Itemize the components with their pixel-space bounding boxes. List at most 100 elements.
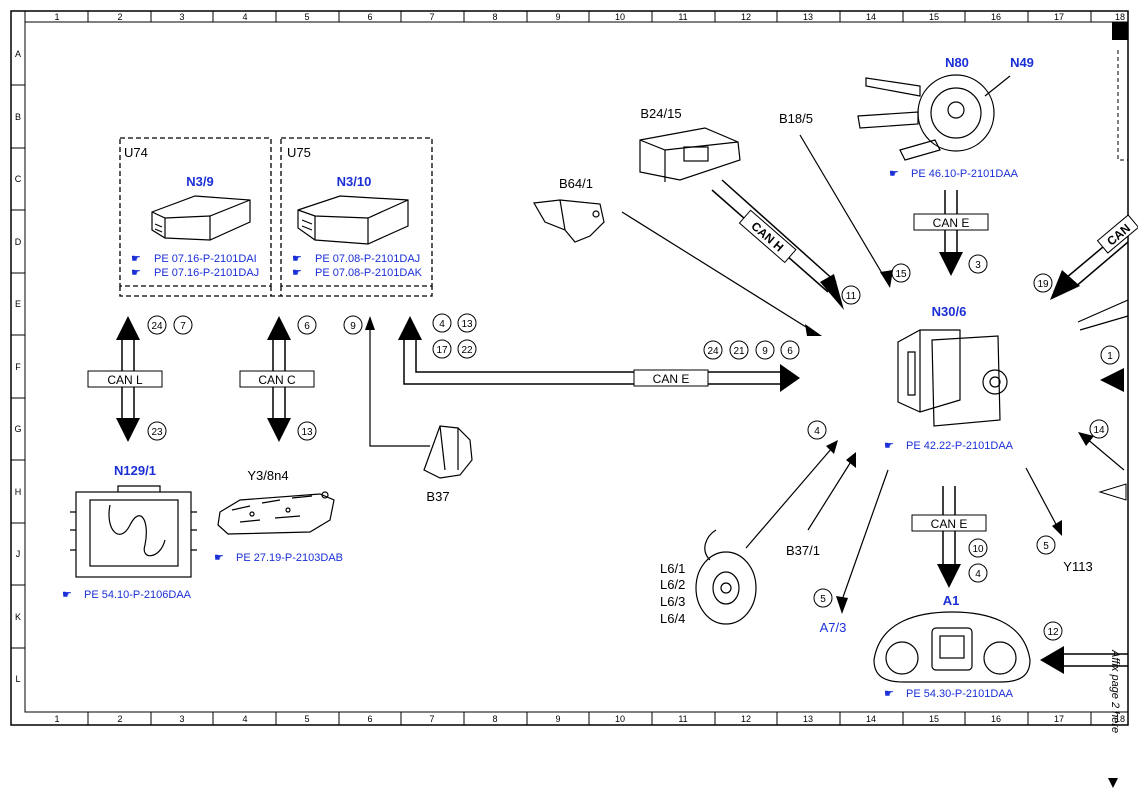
badge: 6 bbox=[297, 315, 317, 335]
badge: 6 bbox=[780, 340, 800, 360]
badge: 24 bbox=[147, 315, 167, 335]
row-label: L bbox=[15, 674, 20, 684]
line-a1-right bbox=[1062, 653, 1128, 667]
col-label: 5 bbox=[304, 714, 309, 724]
arrowhead-down bbox=[1108, 778, 1118, 788]
col-label: 15 bbox=[929, 12, 939, 22]
ref-y3-8n4: PE 27.19-P-2103DAB bbox=[236, 552, 343, 564]
row-label: F bbox=[15, 362, 21, 372]
col-label: 17 bbox=[1054, 714, 1064, 724]
label-n49: N49 bbox=[1010, 55, 1034, 70]
group-label-u75: U75 bbox=[287, 145, 311, 160]
col-label: 18 bbox=[1115, 12, 1125, 22]
line-b37-1 bbox=[807, 459, 853, 531]
svg-text:9: 9 bbox=[762, 346, 768, 357]
badge: 22 bbox=[457, 339, 477, 359]
arrowhead bbox=[880, 270, 893, 288]
label-y113: Y113 bbox=[1063, 559, 1092, 574]
ecu-n3-9-icon bbox=[151, 195, 251, 241]
line-right-2 bbox=[1079, 315, 1129, 331]
svg-text:19: 19 bbox=[1037, 279, 1049, 290]
svg-text:6: 6 bbox=[787, 346, 793, 357]
svg-text:23: 23 bbox=[151, 427, 163, 438]
ref-n3-10-b: PE 07.08-P-2101DAK bbox=[315, 267, 423, 279]
affix-note: Affix page 2 here bbox=[1109, 649, 1121, 733]
col-label: 18 bbox=[1115, 714, 1125, 724]
col-label: 14 bbox=[866, 12, 876, 22]
ref-icon: ☛ bbox=[292, 267, 302, 279]
frame-inner bbox=[24, 21, 1129, 713]
group-box-u74 bbox=[119, 137, 272, 287]
col-label: 7 bbox=[429, 714, 434, 724]
grid-columns-top: 1 2 3 4 5 6 7 8 9 10 11 12 13 14 15 16 1… bbox=[54, 12, 1125, 22]
label-n80: N80 bbox=[945, 55, 969, 70]
esp-unit-icon bbox=[897, 329, 1008, 427]
svg-text:22: 22 bbox=[461, 345, 473, 356]
ref-icon: ☛ bbox=[214, 552, 224, 564]
label-y3-8n4: Y3/8n4 bbox=[247, 468, 288, 483]
svg-text:10: 10 bbox=[972, 544, 984, 555]
label-b37: B37 bbox=[426, 489, 449, 504]
col-label: 9 bbox=[555, 714, 560, 724]
col-label: 16 bbox=[991, 714, 1001, 724]
badge: 10 bbox=[968, 538, 988, 558]
ref-icon: ☛ bbox=[292, 253, 302, 265]
ref-icon: ☛ bbox=[884, 688, 894, 700]
bus-label-can-e: CAN E bbox=[653, 372, 690, 386]
ecu-n3-10-icon bbox=[297, 195, 409, 245]
label-n30-6: N30/6 bbox=[932, 304, 967, 319]
arrowhead bbox=[826, 440, 838, 454]
col-label: 8 bbox=[492, 12, 497, 22]
can-c-connector: CAN C bbox=[239, 316, 315, 442]
pedal-sensor-icon bbox=[423, 425, 473, 479]
line-a7-3 bbox=[841, 469, 889, 601]
col-label: 6 bbox=[367, 714, 372, 724]
label-n3-10: N3/10 bbox=[337, 174, 372, 189]
badge: 7 bbox=[173, 315, 193, 335]
line-right-1 bbox=[1077, 299, 1129, 323]
svg-text:5: 5 bbox=[820, 594, 826, 605]
svg-text:24: 24 bbox=[707, 346, 719, 357]
badge: 13 bbox=[297, 421, 317, 441]
group-label-u74: U74 bbox=[124, 145, 148, 160]
bus-label-can-e-top: CAN E bbox=[933, 216, 970, 230]
corner-dashed bbox=[1117, 50, 1128, 161]
label-b37-1: B37/1 bbox=[786, 543, 820, 558]
svg-text:4: 4 bbox=[975, 569, 981, 580]
svg-text:14: 14 bbox=[1093, 425, 1105, 436]
col-label: 16 bbox=[991, 12, 1001, 22]
col-label: 5 bbox=[304, 12, 309, 22]
badge: 17 bbox=[432, 339, 452, 359]
badge: 15 bbox=[891, 263, 911, 283]
col-label: 3 bbox=[179, 12, 184, 22]
col-label: 2 bbox=[117, 12, 122, 22]
svg-text:11: 11 bbox=[846, 291, 857, 302]
label-l6-1: L6/1 bbox=[660, 561, 685, 576]
can-e-bottom-connector: CAN E bbox=[911, 486, 987, 588]
group-bracket bbox=[119, 286, 433, 297]
badge: 9 bbox=[755, 340, 775, 360]
col-label: 17 bbox=[1054, 12, 1064, 22]
col-label: 1 bbox=[54, 714, 59, 724]
label-l6-2: L6/2 bbox=[660, 577, 685, 592]
bus-label-can-e-bottom: CAN E bbox=[931, 517, 968, 531]
badge: 5 bbox=[813, 588, 833, 608]
row-label: D bbox=[15, 237, 22, 247]
row-label: C bbox=[15, 174, 22, 184]
col-label: 14 bbox=[866, 714, 876, 724]
badge: 9 bbox=[343, 315, 363, 335]
svg-text:21: 21 bbox=[733, 346, 745, 357]
ref-icon: ☛ bbox=[884, 440, 894, 452]
col-label: 7 bbox=[429, 12, 434, 22]
row-label: G bbox=[14, 424, 21, 434]
arrowhead bbox=[805, 324, 822, 336]
arrowhead bbox=[846, 452, 856, 468]
valve-body-icon bbox=[217, 491, 335, 535]
arrowhead bbox=[365, 316, 375, 330]
col-label: 13 bbox=[803, 12, 813, 22]
line-b18-5 bbox=[799, 134, 887, 281]
partial-component bbox=[1098, 483, 1127, 501]
badge: 24 bbox=[703, 340, 723, 360]
label-n129-1: N129/1 bbox=[114, 463, 156, 478]
